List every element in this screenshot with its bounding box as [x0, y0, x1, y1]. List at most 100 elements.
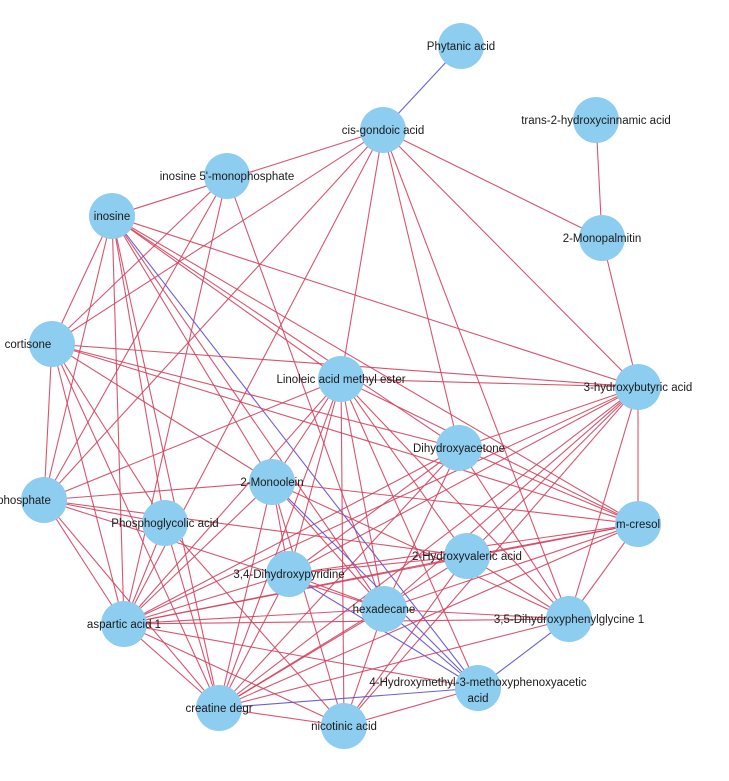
node-circle[interactable] — [321, 703, 367, 749]
node-label: trans-2-hydroxycinnamic acid — [521, 115, 671, 127]
node-label: inosine — [94, 211, 130, 223]
edge-inosine-linoleic — [111, 215, 342, 380]
node-trans2hc[interactable]: trans-2-hydroxycinnamic acid — [521, 97, 671, 143]
node-aspartic[interactable]: aspartic acid 1 — [87, 601, 161, 647]
node-circle[interactable] — [204, 153, 250, 199]
edge-dihydroxyacetone-creatine — [218, 447, 460, 709]
edge-cortisone-creatine — [51, 343, 220, 709]
edge-ino5mp-phosphate — [43, 175, 228, 501]
node-phosphoglycolic[interactable]: Phosphoglycolic acid — [111, 500, 219, 546]
node-hydroxybut[interactable]: 3-hydroxybutyric acid — [584, 364, 693, 410]
node-circle[interactable] — [89, 193, 135, 239]
node-circle[interactable] — [438, 23, 484, 69]
edge-dhpg-creatine — [218, 618, 570, 709]
node-circle[interactable] — [266, 551, 312, 597]
edge-dihydroxypyridine-creatine — [218, 573, 290, 709]
node-hmmpa[interactable]: 4-Hydroxymethyl-3-methoxyphenoxyacetic ac… — [369, 665, 587, 711]
node-label: creatine degr — [185, 703, 252, 715]
edge-cortisone-mcresol — [51, 343, 639, 525]
node-circle[interactable] — [436, 425, 482, 471]
edge-dihydroxyacetone-dhpg — [458, 447, 570, 620]
node-circle[interactable] — [615, 364, 661, 410]
edge-linoleic-hexadecane — [340, 378, 385, 610]
edge-cortisone-dihydroxyacetone — [51, 343, 460, 449]
node-circle[interactable] — [546, 596, 592, 642]
edge-phosphate-aspartic — [43, 499, 125, 625]
node-label: 3,5-Dihydroxyphenylglycine 1 — [494, 614, 644, 626]
node-dhpg[interactable]: 3,5-Dihydroxyphenylglycine 1 — [494, 596, 644, 642]
node-label: Phosphoglycolic acid — [111, 518, 218, 530]
edge-inosine-aspartic — [111, 215, 125, 625]
node-circle[interactable] — [579, 215, 625, 261]
edge-cisgondoic-dihydroxyacetone — [382, 129, 460, 449]
node-circle[interactable] — [360, 107, 406, 153]
node-monoolein[interactable]: 2-Monoolein — [240, 459, 304, 505]
node-label: phosphate — [0, 495, 51, 507]
edge-dihydroxyacetone-hexadecane — [383, 447, 460, 610]
node-circle[interactable] — [455, 665, 501, 711]
node-circle[interactable] — [361, 586, 407, 632]
node-nicotinic[interactable]: nicotinic acid — [311, 703, 377, 749]
edge-monopalmitin-hydroxybut — [601, 237, 639, 388]
node-layer: Phytanic acid cis-gondoic acid trans-2-hyd… — [0, 23, 692, 749]
node-phytanic[interactable]: Phytanic acid — [427, 23, 495, 69]
node-circle[interactable] — [444, 533, 490, 579]
node-phosphate[interactable]: phosphate — [0, 477, 67, 523]
edge-monoolein-dhpg — [271, 481, 570, 620]
edge-cortisone-aspartic — [51, 343, 125, 625]
edge-dihydroxypyridine-aspartic — [123, 573, 290, 625]
node-dihydroxyacetone[interactable]: Dihydroxyacetone — [413, 425, 505, 471]
edge-linoleic-hydroxyvaleric — [340, 378, 468, 557]
node-label: 2-Monoolein — [240, 477, 303, 489]
node-monopalmitin[interactable]: 2-Monopalmitin — [563, 215, 642, 261]
edge-linoleic-dhpg — [340, 378, 570, 620]
node-circle[interactable] — [615, 501, 661, 547]
node-circle[interactable] — [318, 356, 364, 402]
edge-inosine-hexadecane — [111, 215, 385, 610]
edge-mcresol-creatine — [218, 523, 639, 709]
node-circle[interactable] — [101, 601, 147, 647]
node-label: aspartic acid 1 — [87, 619, 161, 631]
node-linoleic[interactable]: Linoleic acid methyl ester — [276, 356, 406, 402]
edge-hydroxybut-hydroxyvaleric — [466, 386, 639, 557]
edge-hydroxybut-dihydroxyacetone — [458, 386, 639, 449]
edge-inosine-mcresol — [111, 215, 639, 525]
node-creatine[interactable]: creatine degr — [185, 685, 253, 731]
node-label: m-cresol — [616, 519, 660, 531]
edge-cisgondoic-cortisone — [51, 129, 384, 345]
node-label-line: 4-Hydroxymethyl-3-methoxyphenoxyacetic — [369, 677, 587, 689]
node-inosine[interactable]: inosine — [89, 193, 135, 239]
node-dihydroxypyridine[interactable]: 3,4-Dihydroxypyridine — [233, 551, 345, 597]
node-ino5mp[interactable]: inosine 5'-monophosphate — [160, 153, 295, 199]
node-hexadecane[interactable]: hexadecane — [353, 586, 416, 632]
node-circle[interactable] — [249, 459, 295, 505]
node-circle[interactable] — [21, 477, 67, 523]
edge-hydroxyvaleric-dihydroxypyridine — [288, 555, 468, 575]
node-circle[interactable] — [196, 685, 242, 731]
node-label: cortisone — [5, 339, 52, 351]
node-mcresol[interactable]: m-cresol — [615, 501, 661, 547]
node-hydroxyvaleric[interactable]: 2-Hydroxyvaleric acid — [412, 533, 522, 579]
edge-hydroxybut-nicotinic — [343, 386, 639, 727]
node-cortisone[interactable]: cortisone — [5, 321, 75, 367]
edge-hexadecane-dhpg — [383, 608, 570, 620]
edge-inosine-creatine — [111, 215, 220, 709]
edge-ino5mp-cortisone — [51, 175, 228, 345]
edge-linoleic-mcresol — [340, 378, 639, 525]
edge-cisgondoic-phosphate — [43, 129, 384, 501]
edge-dihydroxyacetone-aspartic — [123, 447, 460, 625]
edge-monoolein-phosphate — [43, 481, 273, 501]
node-label: cis-gondoic acid — [342, 125, 424, 137]
edge-cortisone-phosphate — [43, 343, 53, 501]
edge-dihydroxyacetone-mcresol — [458, 447, 639, 525]
node-label: 2-Monopalmitin — [563, 233, 642, 245]
node-cisgondoic[interactable]: cis-gondoic acid — [342, 107, 424, 153]
node-circle[interactable] — [29, 321, 75, 367]
edge-monoolein-hexadecane — [271, 481, 385, 610]
node-label-line: acid — [467, 693, 488, 705]
node-circle[interactable] — [142, 500, 188, 546]
node-circle[interactable] — [573, 97, 619, 143]
edge-creatine-hmmpa — [218, 687, 479, 709]
edge-inosine-hydroxybut — [111, 215, 639, 388]
edge-inosine-hmmpa — [111, 215, 479, 689]
